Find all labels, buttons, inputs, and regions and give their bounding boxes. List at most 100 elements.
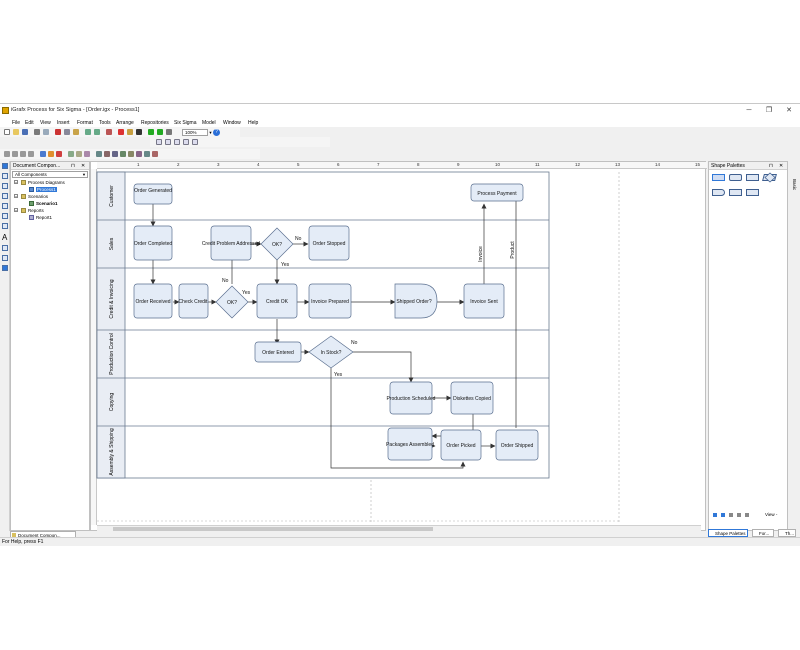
menu-file[interactable]: File <box>12 120 21 126</box>
print-preview-icon[interactable] <box>43 129 49 135</box>
shape-decision-ok2[interactable] <box>215 285 249 319</box>
tool-f-icon[interactable] <box>136 151 142 157</box>
shape-credit-ok[interactable] <box>256 283 298 319</box>
bring-front-icon[interactable] <box>192 139 198 145</box>
shape-decision-ok1[interactable] <box>260 227 294 261</box>
chart-icon[interactable] <box>68 151 74 157</box>
palette-terminal-shape[interactable] <box>746 174 759 181</box>
pointer-tool-icon[interactable] <box>2 163 8 169</box>
copy-icon[interactable] <box>64 129 70 135</box>
collapse-icon[interactable]: − <box>14 180 18 185</box>
restore-button[interactable]: ❐ <box>765 107 773 114</box>
menu-help[interactable]: Help <box>248 120 259 126</box>
rectangle-tool-icon[interactable] <box>2 173 8 179</box>
arrow-icon[interactable] <box>40 151 46 157</box>
palette-nav-icon[interactable] <box>729 513 733 517</box>
distribute-icon[interactable] <box>165 139 171 145</box>
tool-h-icon[interactable] <box>152 151 158 157</box>
tool-c-icon[interactable] <box>112 151 118 157</box>
text-tool-icon[interactable]: A <box>2 233 8 242</box>
print-icon[interactable] <box>34 129 40 135</box>
shape-tool-icon[interactable] <box>2 183 8 189</box>
diagram-canvas[interactable]: 1 2 3 4 5 6 7 8 9 10 11 12 13 14 15 <box>90 161 707 531</box>
tab-shape-palettes[interactable]: Shape Palettes <box>708 529 748 537</box>
palette-process-shape[interactable] <box>712 174 725 181</box>
scroll-thumb[interactable] <box>113 527 433 531</box>
align-icon[interactable] <box>156 139 162 145</box>
collapse-icon[interactable]: − <box>14 208 18 213</box>
horizontal-scrollbar[interactable] <box>97 525 701 531</box>
menu-window[interactable]: Window <box>223 120 241 126</box>
menu-six-sigma[interactable]: Six Sigma <box>174 120 197 126</box>
help-icon[interactable]: ? <box>213 129 220 136</box>
view-menu[interactable]: View - <box>765 512 778 517</box>
pan-tool-icon[interactable] <box>2 265 8 271</box>
shape-order-shipped[interactable] <box>495 429 539 461</box>
flag-icon[interactable] <box>56 151 62 157</box>
palette-nav-icon[interactable] <box>721 513 725 517</box>
component-filter-select[interactable]: All Components ▼ <box>12 171 88 178</box>
shape-diskettes-copied[interactable] <box>450 381 494 415</box>
ungroup-icon[interactable] <box>183 139 189 145</box>
tool-e-icon[interactable] <box>128 151 134 157</box>
tool-b-icon[interactable] <box>104 151 110 157</box>
tree-item-process-diagrams[interactable]: − Process Diagrams <box>11 179 89 186</box>
format-painter-icon[interactable] <box>106 129 112 135</box>
palette-delay-shape[interactable] <box>712 189 725 196</box>
diamond-tool-icon[interactable] <box>2 193 8 199</box>
zoom-tool-icon[interactable] <box>2 255 8 261</box>
prev-icon[interactable] <box>12 151 18 157</box>
shape-process-payment[interactable] <box>470 183 524 202</box>
menu-model[interactable]: Model <box>202 120 216 126</box>
palette-decision-shape[interactable] <box>764 172 776 183</box>
tree-item-report1[interactable]: Report1 <box>11 214 89 221</box>
close-icon[interactable]: ✕ <box>81 163 86 169</box>
redo-icon[interactable] <box>94 129 100 135</box>
shape-decision-in-stock[interactable] <box>308 335 354 369</box>
line-icon[interactable] <box>136 129 142 135</box>
menu-tools[interactable]: Tools <box>99 120 111 126</box>
shape-production-scheduled[interactable] <box>389 381 433 415</box>
shape-order-received[interactable] <box>133 283 173 319</box>
palette-category-label[interactable]: Basic <box>792 179 797 191</box>
swimlane-tool-icon[interactable] <box>2 245 8 251</box>
menu-repositories[interactable]: Repositories <box>141 120 169 126</box>
new-icon[interactable] <box>4 129 10 135</box>
undo-icon[interactable] <box>85 129 91 135</box>
tree-item-scenarios[interactable]: − Scenarios <box>11 193 89 200</box>
shape-credit-problem[interactable] <box>210 225 252 261</box>
shape-invoice-prepared[interactable] <box>308 283 352 319</box>
pin-icon[interactable]: ⊓ <box>769 163 773 169</box>
menu-insert[interactable]: Insert <box>57 120 70 126</box>
highlight-icon[interactable] <box>48 151 54 157</box>
zoom-select[interactable]: 100% <box>182 129 208 136</box>
open-icon[interactable] <box>13 129 19 135</box>
close-icon[interactable]: ✕ <box>779 163 784 169</box>
shape-invoice-sent[interactable] <box>463 283 505 319</box>
run-simulation-icon[interactable] <box>148 129 154 135</box>
group-icon[interactable] <box>174 139 180 145</box>
tool-d-icon[interactable] <box>120 151 126 157</box>
chevron-down-icon[interactable]: ▼ <box>208 130 213 135</box>
tool-a-icon[interactable] <box>96 151 102 157</box>
menu-view[interactable]: View <box>40 120 51 126</box>
palette-nav-icon[interactable] <box>745 513 749 517</box>
next-icon[interactable] <box>20 151 26 157</box>
menu-arrange[interactable]: Arrange <box>116 120 134 126</box>
tab-theme[interactable]: Th... <box>778 529 796 537</box>
pencil-icon[interactable] <box>127 129 133 135</box>
shape-packages-assembled[interactable] <box>387 427 433 461</box>
table-icon[interactable] <box>76 151 82 157</box>
menu-edit[interactable]: Edit <box>25 120 34 126</box>
palette-card-shape[interactable] <box>746 189 759 196</box>
palette-nav-icon[interactable] <box>713 513 717 517</box>
paste-icon[interactable] <box>73 129 79 135</box>
palette-rounded-shape[interactable] <box>729 174 742 181</box>
palette-nav-icon[interactable] <box>737 513 741 517</box>
tab-format[interactable]: For... <box>752 529 774 537</box>
close-button[interactable]: ✕ <box>786 107 792 114</box>
shape-check-credit[interactable] <box>178 283 209 319</box>
shape-order-stopped[interactable] <box>308 225 350 261</box>
stop-icon[interactable] <box>118 129 124 135</box>
step-icon[interactable] <box>157 129 163 135</box>
